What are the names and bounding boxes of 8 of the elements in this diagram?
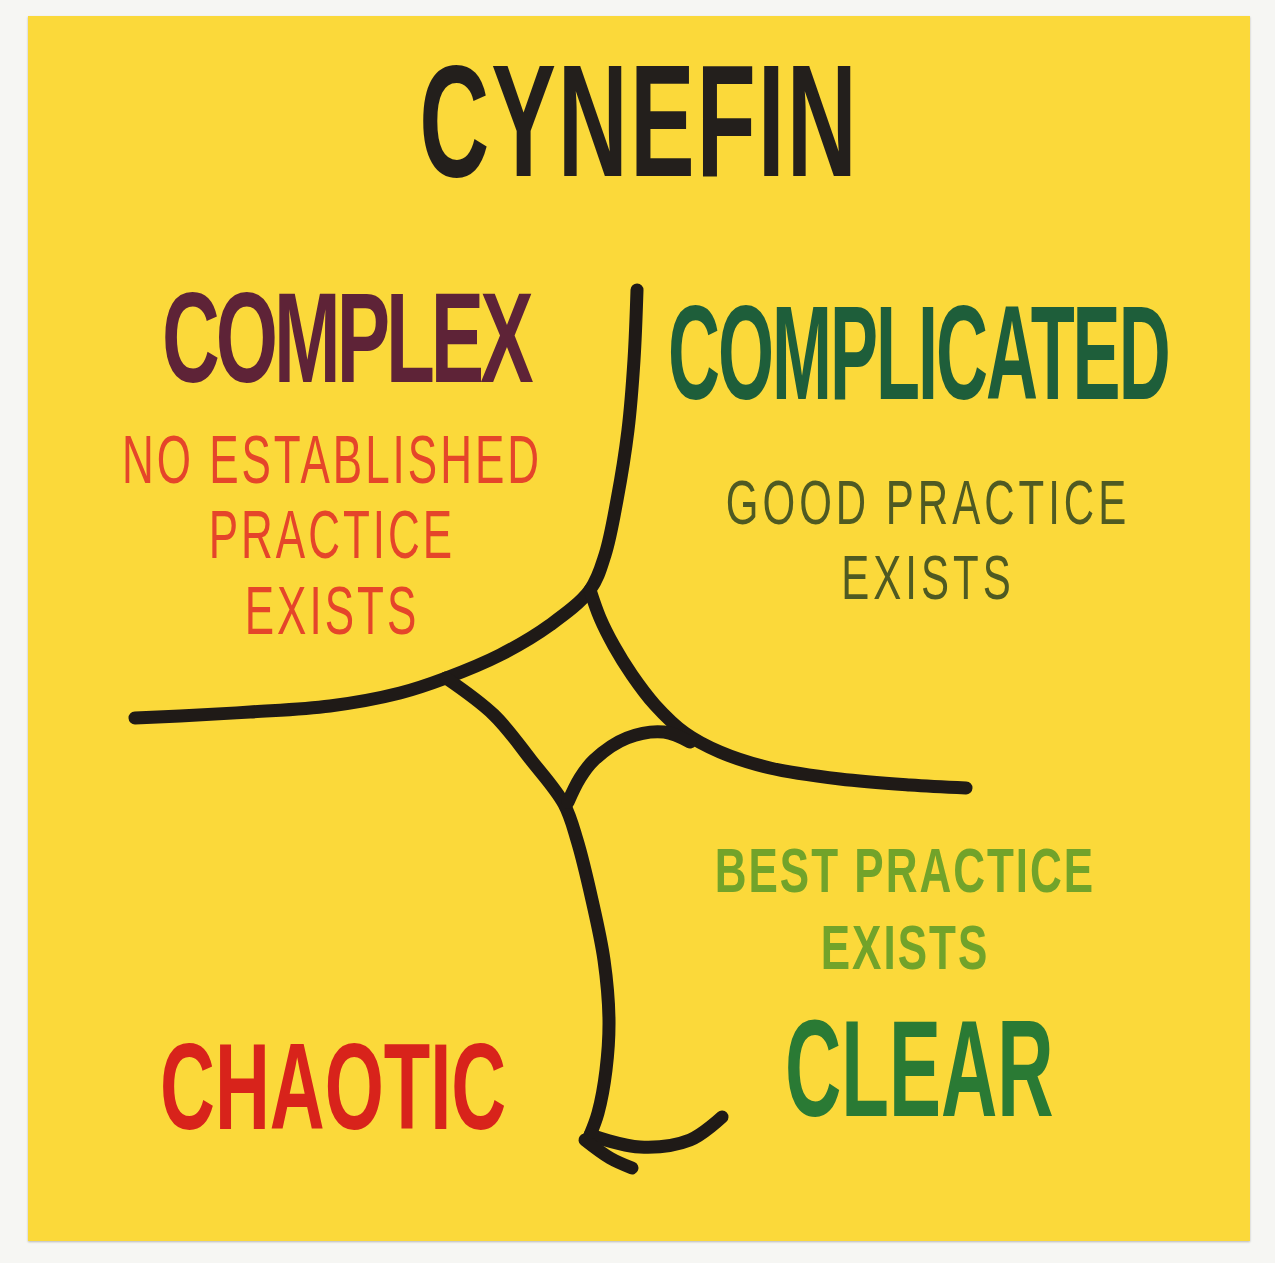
domain-name: COMPLICATED <box>668 285 1169 419</box>
domain-name: CLEAR <box>785 1000 1054 1137</box>
domain-name: CHAOTIC <box>160 1027 507 1149</box>
domain-description: GOOD PRACTICE EXISTS <box>724 465 1132 616</box>
domain-name: COMPLEX <box>162 275 530 404</box>
diagram-title: CYNEFIN <box>419 41 859 202</box>
domain-description: NO ESTABLISHED PRACTICE EXISTS <box>120 422 544 648</box>
domain-description: BEST PRACTICE EXISTS <box>713 833 1097 985</box>
